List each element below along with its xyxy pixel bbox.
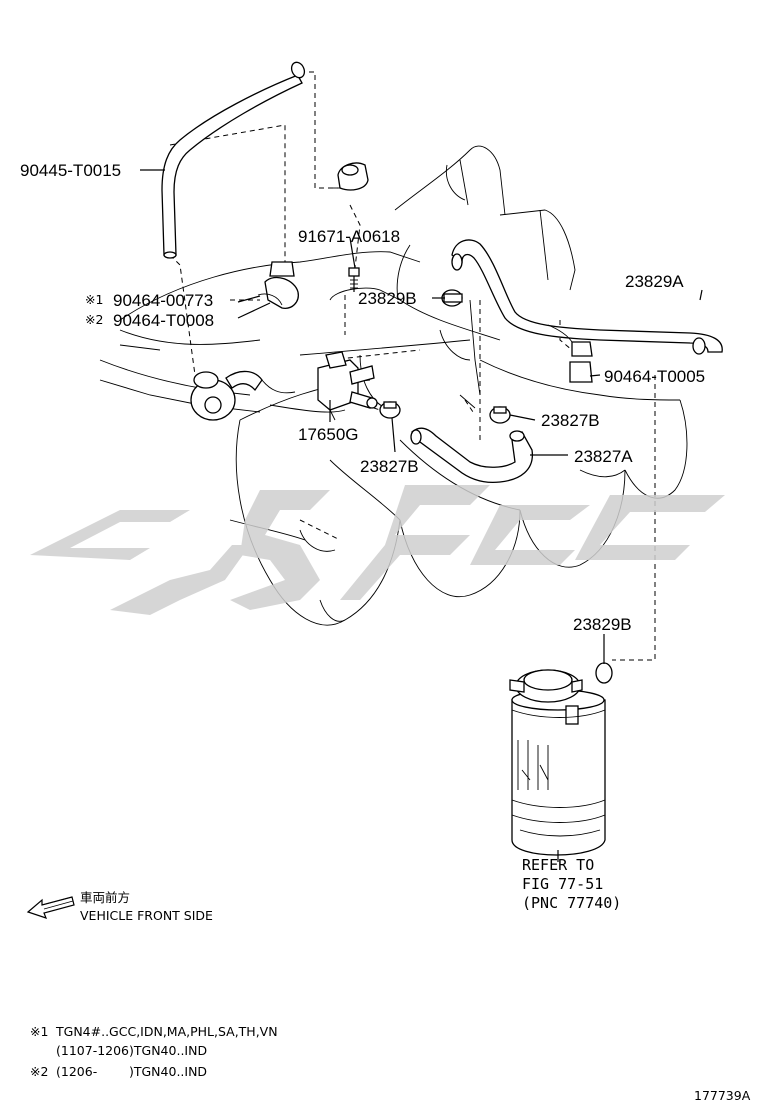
label-23829b-upper: 23829B (358, 289, 417, 308)
front-side-english: VEHICLE FRONT SIDE (80, 908, 213, 923)
label-91671-a0618: 91671-A0618 (298, 227, 400, 246)
label-90464-t0005: 90464-T0005 (604, 367, 705, 386)
label-23827b-right: 23827B (541, 411, 600, 430)
hose-23827a (410, 427, 533, 484)
label-23827b-left: 23827B (360, 457, 419, 476)
clamp-90464-00773 (257, 261, 299, 309)
label-17650g: 17650G (298, 425, 359, 444)
left-connector (190, 370, 296, 421)
footnote-mark-1: ※1 (85, 292, 103, 307)
part-number-labels: 90445-T0015 91671-A0618 23829B 23829A ※1… (20, 161, 705, 634)
bolt-91671 (348, 267, 360, 292)
front-side-japanese: 車両前方 (80, 890, 130, 905)
clip-23829b-lower (595, 650, 613, 684)
leader-lines (140, 169, 703, 862)
footnotes: ※1 TGN4#..GCC,IDN,MA,PHL,SA,TH,VN (1107-… (30, 1024, 278, 1079)
note-1-mark: ※1 (30, 1024, 48, 1039)
vehicle-front-indicator: 車両前方 VEHICLE FRONT SIDE (26, 890, 213, 923)
label-23829a: 23829A (625, 272, 684, 291)
clip-23827b-left (379, 401, 401, 419)
label-23827a: 23827A (574, 447, 633, 466)
clamp-90464-t0005 (547, 324, 593, 383)
watermark-logo (30, 485, 725, 615)
clip-23827b-right (489, 406, 511, 424)
label-90464-t0008: 90464-T0008 (113, 311, 214, 330)
charcoal-canister (509, 669, 606, 856)
upper-connector (328, 162, 369, 191)
label-90464-00773: 90464-00773 (113, 291, 213, 310)
refer-to-note: REFER TO FIG 77-51 (PNC 77740) (522, 856, 621, 912)
refer-line-2: FIG 77-51 (522, 875, 603, 893)
hose-90445 (161, 61, 306, 259)
label-23829b-lower: 23829B (573, 615, 632, 634)
footnote-mark-2: ※2 (85, 312, 103, 327)
front-arrow-icon (26, 896, 75, 919)
illustration-id: 177739A (694, 1088, 751, 1103)
note-2-mark: ※2 (30, 1064, 48, 1079)
refer-line-1: REFER TO (522, 856, 594, 874)
assembly-dashed-lines (169, 71, 656, 661)
note-2-line-1: (1206- )TGN40..IND (56, 1064, 207, 1079)
hose-23829a (451, 239, 723, 355)
note-1-line-1: TGN4#..GCC,IDN,MA,PHL,SA,TH,VN (55, 1024, 278, 1039)
note-1-line-2: (1107-1206)TGN40..IND (56, 1043, 207, 1058)
vsv-17650g (317, 351, 378, 421)
label-90445-t0015: 90445-T0015 (20, 161, 121, 180)
refer-line-3: (PNC 77740) (522, 894, 621, 912)
